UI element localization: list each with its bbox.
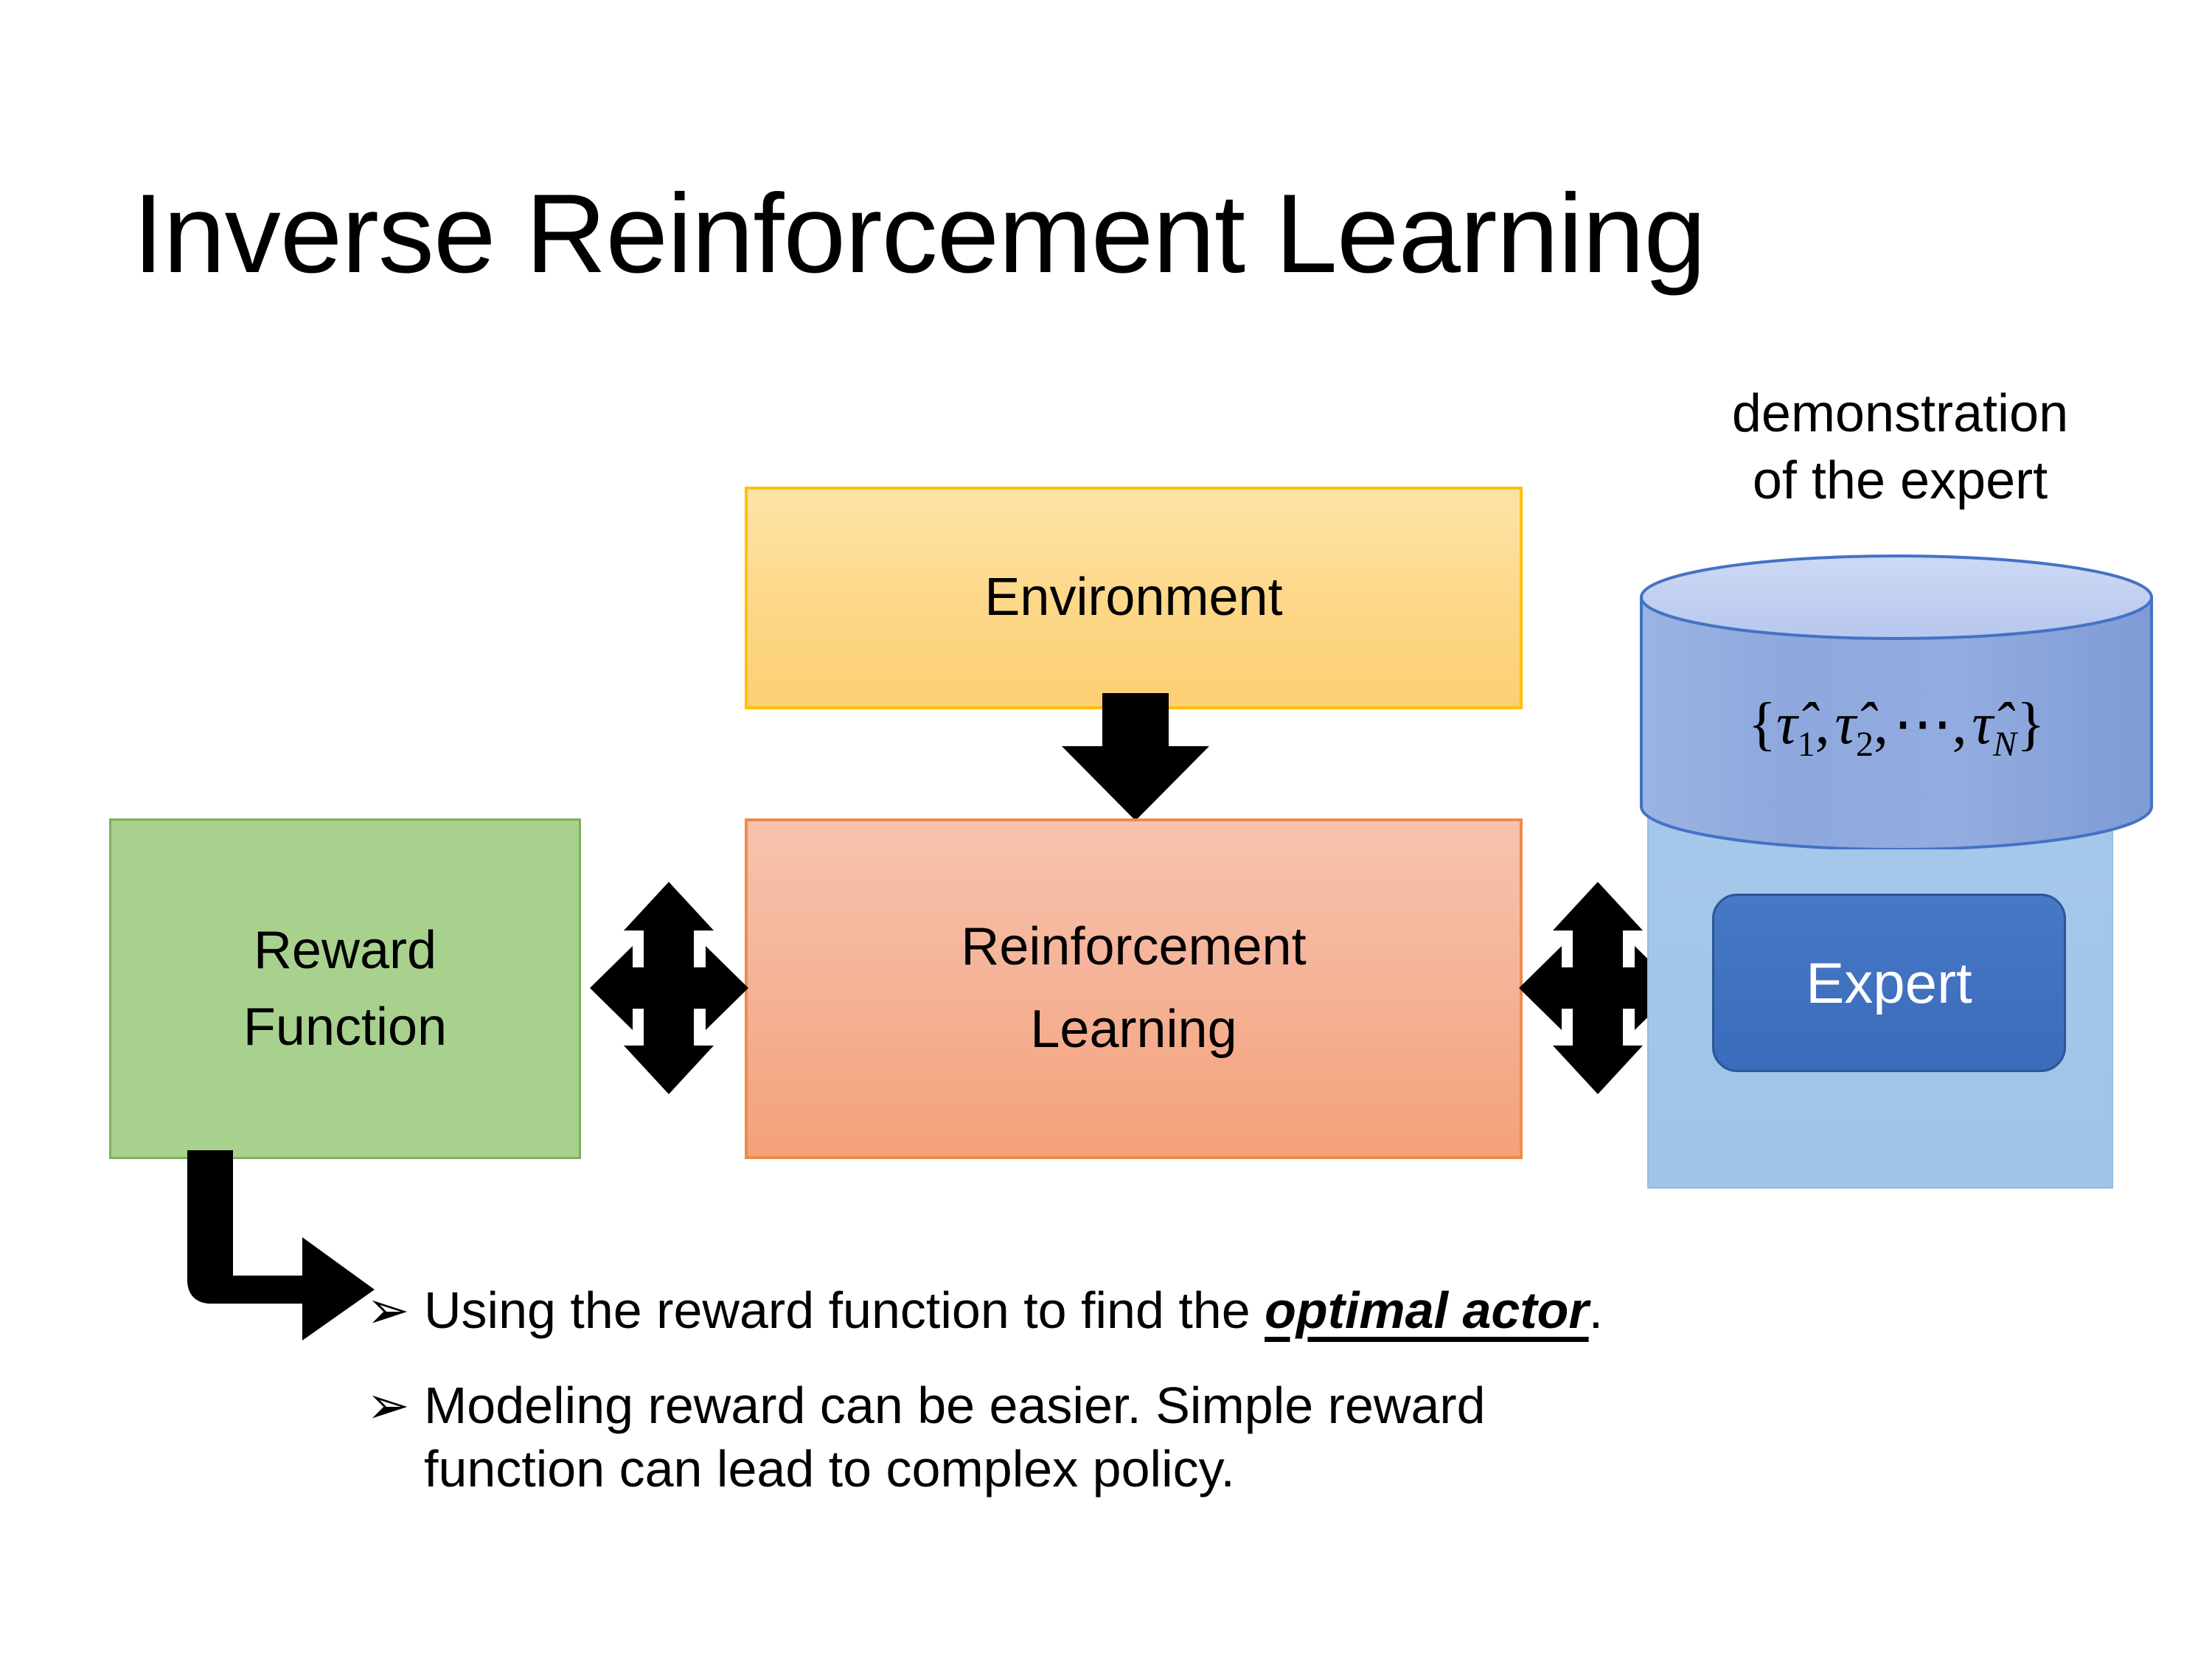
bullet-1-suffix: .: [1588, 1281, 1604, 1339]
rl-label-line2: Learning: [1030, 1000, 1237, 1059]
four-way-arrow-icon-right: [1519, 882, 1677, 1094]
bullet-2-line1: Modeling reward can be easier. Simple re…: [424, 1377, 1486, 1435]
bullet-list: ➢ Using the reward function to find the …: [366, 1279, 2062, 1533]
formula-sub-n: N: [1992, 725, 2017, 764]
formula-open-brace: {: [1747, 692, 1776, 757]
bullet-text-1: Using the reward function to find the op…: [424, 1279, 2062, 1342]
demonstration-caption-line2: of the expert: [1752, 451, 2048, 510]
expert-button[interactable]: Expert: [1712, 894, 2066, 1072]
bullet-1-prefix: Using the reward function to find the: [424, 1281, 1265, 1339]
reward-function-box[interactable]: Reward Function: [109, 818, 581, 1159]
formula-comma-1: ,: [1815, 692, 1830, 757]
environment-box[interactable]: Environment: [745, 487, 1523, 709]
list-item: ➢ Modeling reward can be easier. Simple …: [366, 1374, 2062, 1500]
bullet-2-line2: function can lead to complex policy.: [424, 1439, 1235, 1498]
formula-sub-2: 2: [1855, 725, 1874, 764]
demonstration-caption: demonstration of the expert: [1646, 380, 2154, 514]
reinforcement-learning-box[interactable]: Reinforcement Learning: [745, 818, 1523, 1159]
formula-tau-1: τ̂: [1776, 692, 1798, 757]
reward-label-line2: Function: [243, 998, 448, 1057]
demonstration-cylinder[interactable]: {τ̂1, τ̂2, ⋯, τ̂N}: [1638, 554, 2154, 849]
bullet-arrow-icon: ➢: [366, 1377, 410, 1435]
trajectory-set-formula: {τ̂1, τ̂2, ⋯, τ̂N}: [1638, 689, 2154, 765]
bent-arrow-icon: [187, 1150, 375, 1340]
formula-ellipsis: ⋯: [1893, 692, 1952, 757]
bullet-arrow-icon: ➢: [366, 1281, 410, 1339]
page-title: Inverse Reinforcement Learning: [133, 171, 1706, 296]
cylinder-icon: [1640, 554, 2153, 849]
rl-label: Reinforcement Learning: [961, 906, 1306, 1071]
formula-sub-1: 1: [1797, 725, 1815, 764]
demonstration-caption-line1: demonstration: [1731, 384, 2069, 443]
formula-close-brace: }: [2017, 692, 2045, 757]
reward-function-label: Reward Function: [243, 912, 447, 1066]
expert-label: Expert: [1806, 950, 1972, 1015]
formula-tau-2: τ̂: [1834, 692, 1856, 757]
four-way-arrow-icon-left: [590, 882, 748, 1094]
bullet-text-2: Modeling reward can be easier. Simple re…: [424, 1374, 2062, 1500]
formula-comma-3: ,: [1952, 692, 1967, 757]
list-item: ➢ Using the reward function to find the …: [366, 1279, 2062, 1342]
rl-label-line1: Reinforcement: [961, 917, 1307, 977]
bullet-1-emphasis: optimal actor: [1265, 1281, 1589, 1339]
arrow-down-icon: [1062, 693, 1209, 821]
formula-tau-n: τ̂: [1972, 692, 1993, 757]
environment-label: Environment: [984, 568, 1283, 627]
reward-label-line1: Reward: [253, 920, 437, 980]
formula-comma-2: ,: [1873, 692, 1888, 757]
